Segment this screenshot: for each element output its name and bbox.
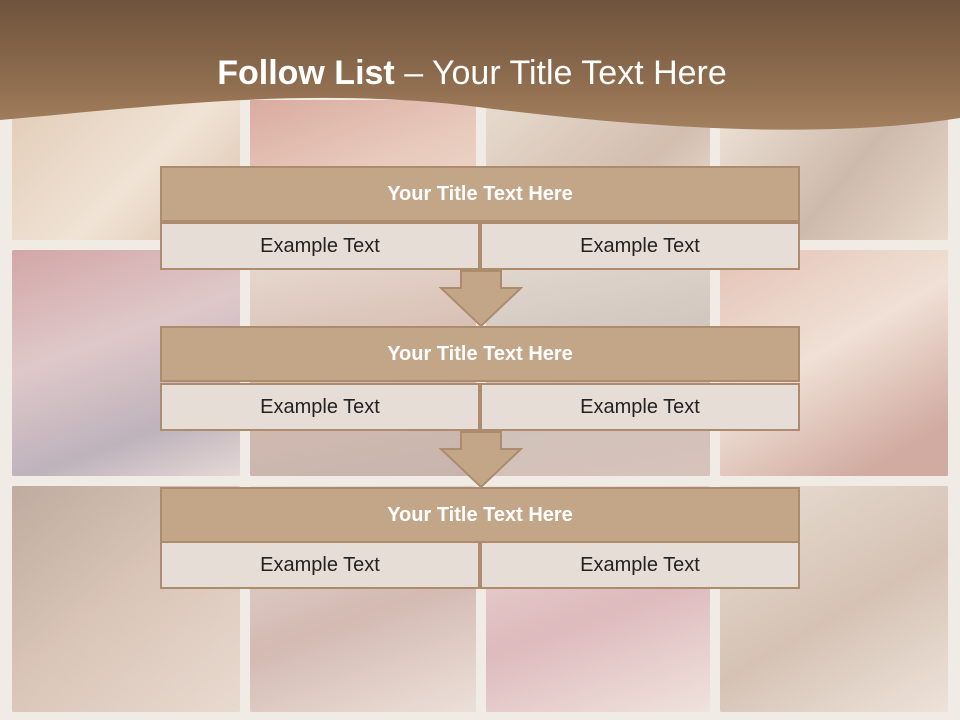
step-3-left-cell: Example Text bbox=[160, 541, 480, 589]
step-3-title: Your Title Text Here bbox=[160, 487, 800, 543]
step-1-title: Your Title Text Here bbox=[160, 166, 800, 222]
down-arrow-icon bbox=[439, 431, 523, 489]
slide-title: Follow List – Your Title Text Here bbox=[0, 54, 944, 93]
photo-tile bbox=[720, 250, 948, 476]
step-1-right-cell: Example Text bbox=[480, 222, 800, 270]
slide-title-rest: – Your Title Text Here bbox=[394, 54, 727, 92]
title-banner bbox=[0, 0, 960, 130]
step-1-left-cell: Example Text bbox=[160, 222, 480, 270]
step-3-right-cell: Example Text bbox=[480, 541, 800, 589]
slide-title-bold: Follow List bbox=[217, 54, 395, 92]
step-2-title: Your Title Text Here bbox=[160, 326, 800, 382]
step-2-left-cell: Example Text bbox=[160, 383, 480, 431]
down-arrow-icon bbox=[439, 270, 523, 328]
step-2-right-cell: Example Text bbox=[480, 383, 800, 431]
